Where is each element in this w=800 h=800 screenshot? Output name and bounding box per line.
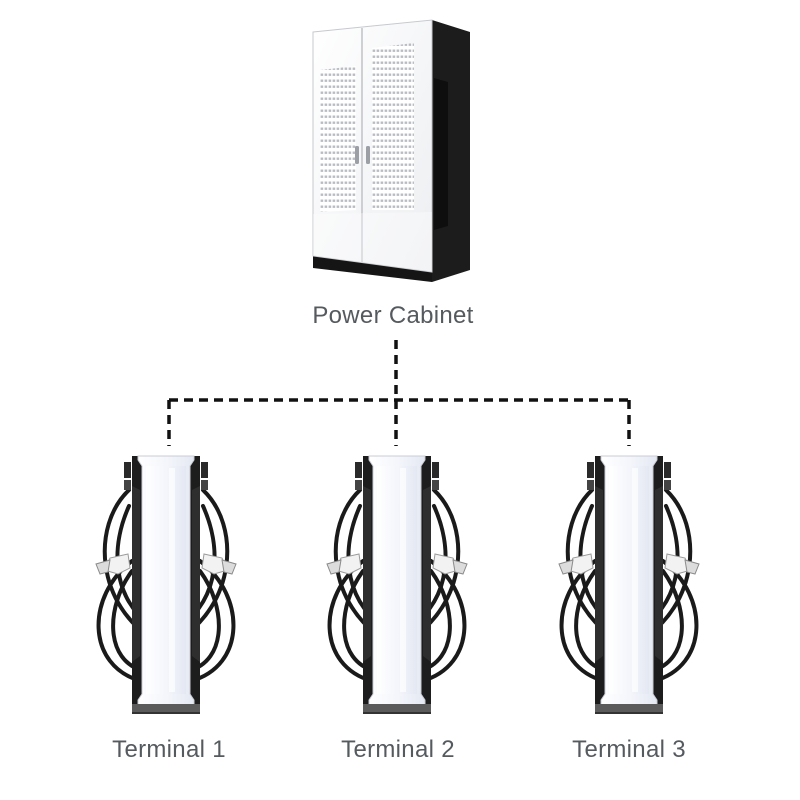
power-cabinet-label: Power Cabinet xyxy=(312,302,474,329)
power-cabinet-icon xyxy=(312,19,470,282)
connector-lines xyxy=(167,340,631,446)
charging-terminal-icon xyxy=(96,456,236,714)
terminal-1-label: Terminal 1 xyxy=(112,736,226,763)
charging-terminal-icon xyxy=(327,456,467,714)
terminal-2-label: Terminal 2 xyxy=(341,736,455,763)
charging-terminal-icon xyxy=(559,456,699,714)
terminal-3-label: Terminal 3 xyxy=(572,736,686,763)
